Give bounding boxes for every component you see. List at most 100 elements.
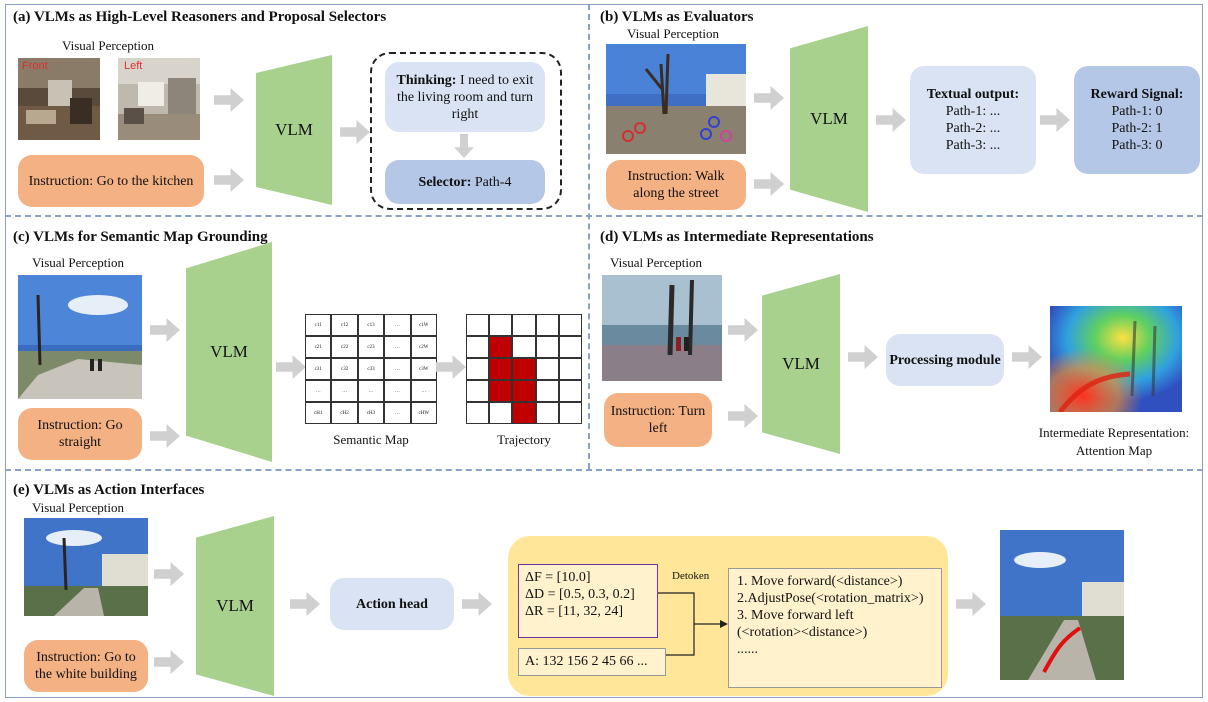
trajectory-cell	[535, 380, 559, 402]
front-label: Front	[22, 60, 48, 72]
semantic-map-cell: cH3	[357, 402, 385, 424]
textual-line-3: Path-3: ...	[945, 138, 1001, 153]
attention-map-image	[1050, 306, 1182, 412]
detoken-label: Detoken	[672, 570, 710, 582]
panel-c-vlm: VLM	[186, 242, 272, 462]
trajectory-cell-filled	[512, 402, 536, 424]
delta-d: ΔD = [0.5, 0.3, 0.2]	[525, 587, 635, 602]
trajectory-cell	[466, 358, 490, 380]
reward-title: Reward Signal:	[1090, 87, 1184, 102]
panel-b-vlm: VLM	[790, 26, 868, 212]
trajectory-cell	[535, 402, 559, 424]
textual-title: Textual output:	[926, 87, 1020, 102]
reward-line-1: Path-1: 0	[1111, 104, 1163, 119]
semantic-map-cell: …	[384, 402, 411, 424]
delta-r: ΔR = [11, 32, 24]	[525, 604, 624, 619]
trajectory-cell	[558, 380, 582, 402]
trajectory-cell	[466, 336, 490, 358]
panel-d-street-image	[602, 275, 722, 381]
semantic-map-caption: Semantic Map	[333, 432, 409, 447]
panel-a-left-image: Left	[118, 58, 200, 140]
token-box: A: 132 156 2 45 66 ...	[518, 648, 666, 676]
semantic-map-cell: …	[305, 380, 332, 402]
trajectory-cell	[512, 336, 536, 358]
panel-e-perception-label: Visual Perception	[32, 500, 125, 515]
semantic-map-cell: c2W	[410, 336, 437, 358]
panel-d-vlm: VLM	[762, 274, 840, 454]
thinking-text: I need to exit the living room and turn …	[396, 72, 534, 122]
panel-e-result-image	[1000, 530, 1124, 680]
trajectory-cell	[466, 402, 490, 424]
panel-a-selector-box: Selector: Path-4	[385, 160, 545, 204]
textual-line-2: Path-2: ...	[945, 121, 1001, 136]
semantic-map-cell: c11	[305, 314, 332, 336]
semantic-map-cell: …	[384, 314, 411, 336]
panel-b-instruction: Instruction: Walk along the street	[606, 160, 746, 210]
panel-c-title: (c) VLMs for Semantic Map Grounding	[13, 229, 268, 245]
thinking-label: Thinking:	[396, 72, 457, 88]
panel-a-instruction: Instruction: Go to the kitchen	[18, 155, 204, 207]
processing-module-box: Processing module	[886, 334, 1004, 386]
trajectory-cell	[535, 336, 559, 358]
semantic-map-cell: c31	[305, 358, 332, 380]
panel-b-perception-label: Visual Perception	[627, 26, 720, 41]
semantic-map-cell: c1W	[410, 314, 437, 336]
panel-d-instruction: Instruction: Turn left	[604, 393, 712, 447]
semantic-map-cell: …	[357, 380, 385, 402]
semantic-map-cell: c23	[357, 336, 385, 358]
panel-e-vlm: VLM	[196, 516, 274, 696]
panel-e-title: (e) VLMs as Action Interfaces	[13, 482, 205, 498]
trajectory-cell	[558, 314, 582, 336]
delta-f: ΔF = [10.0]	[525, 570, 591, 585]
panel-c-instruction: Instruction: Go straight	[18, 408, 142, 460]
semantic-map-cell: …	[331, 380, 358, 402]
semantic-map-cell: c3W	[410, 358, 437, 380]
delta-box: ΔF = [10.0] ΔD = [0.5, 0.3, 0.2] ΔR = [1…	[518, 564, 658, 638]
panel-a-title: (a) VLMs as High-Level Reasoners and Pro…	[13, 9, 387, 25]
left-label: Left	[124, 60, 143, 72]
panel-d-perception-label: Visual Perception	[610, 255, 703, 270]
trajectory-cell	[489, 402, 513, 424]
divider-col	[588, 4, 590, 469]
trajectory-cell	[512, 314, 536, 336]
trajectory-cell	[558, 336, 582, 358]
divider-row1	[5, 215, 1203, 217]
reward-line-2: Path-2: 1	[1111, 121, 1163, 136]
selector-text: Path-4	[474, 174, 512, 190]
panel-c-perception-label: Visual Perception	[32, 255, 125, 270]
semantic-map-cell: cH2	[331, 402, 358, 424]
textual-line-1: Path-1: ...	[945, 104, 1001, 119]
panel-d-title: (d) VLMs as Intermediate Representations	[600, 229, 874, 245]
trajectory-cell-filled	[512, 380, 536, 402]
panel-e-building-image	[24, 518, 148, 616]
panel-b-street-image	[606, 44, 746, 154]
panel-a-vlm: VLM	[256, 55, 332, 205]
semantic-map-cell: cHW	[410, 402, 437, 424]
detoken-connector	[658, 592, 728, 656]
divider-row2	[5, 469, 1203, 471]
trajectory-grid	[466, 314, 582, 424]
attention-caption-line2: Attention Map	[1075, 443, 1153, 458]
semantic-map-cell: …	[410, 380, 437, 402]
semantic-map-cell: …	[384, 336, 411, 358]
semantic-map-cell: cH1	[305, 402, 332, 424]
trajectory-cell-filled	[489, 358, 513, 380]
action-line-3: 3. Move forward left	[737, 608, 854, 623]
panel-a-vlm-label: VLM	[275, 120, 313, 139]
trajectory-cell-filled	[512, 358, 536, 380]
attention-map-caption: Intermediate Representation: Attention M…	[1020, 424, 1208, 460]
action-line-4: (<rotation><distance>)	[737, 625, 868, 640]
semantic-map-cell: c33	[357, 358, 385, 380]
panel-a-front-image: Front	[18, 58, 100, 140]
semantic-map-cell: c13	[357, 314, 385, 336]
semantic-map-cell: …	[384, 380, 411, 402]
panel-c-vlm-label: VLM	[210, 342, 248, 361]
actions-box: 1. Move forward(<distance>) 2.AdjustPose…	[728, 568, 942, 688]
panel-a-thinking-box: Thinking: I need to exit the living room…	[385, 62, 545, 132]
trajectory-cell	[489, 314, 513, 336]
action-line-5: ......	[737, 642, 758, 657]
trajectory-cell	[466, 314, 490, 336]
trajectory-cell	[535, 314, 559, 336]
panel-c-campus-image	[18, 275, 142, 399]
